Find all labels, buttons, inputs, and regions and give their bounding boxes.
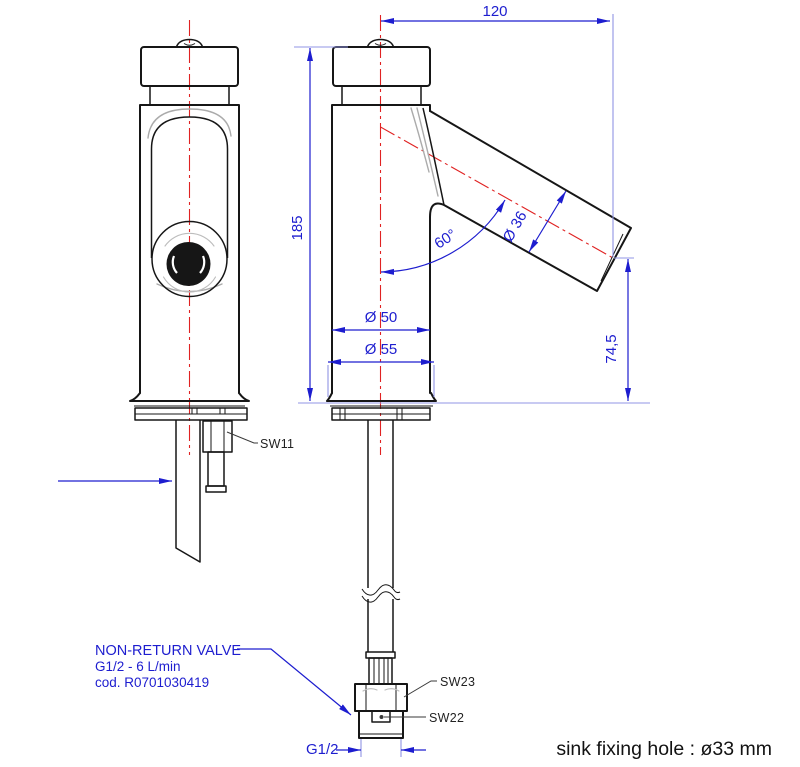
dim-text-55: Ø 55 bbox=[365, 341, 398, 358]
cap-neck-side bbox=[341, 85, 422, 106]
cap-side bbox=[332, 46, 431, 87]
valve-thread-lines bbox=[373, 658, 389, 684]
supply-pipe-upper bbox=[367, 420, 394, 588]
push-button bbox=[166, 242, 211, 286]
body-side bbox=[331, 104, 431, 394]
sw23-label: SW23 bbox=[440, 675, 475, 689]
note-line-1: NON-RETURN VALVE bbox=[95, 643, 241, 659]
fixing-stud-end bbox=[205, 485, 227, 493]
base-flare-side bbox=[326, 392, 437, 402]
button-slot bbox=[150, 116, 229, 258]
valve-thread bbox=[368, 657, 393, 685]
spout-junction-shade-2 bbox=[416, 107, 439, 197]
valve-nut-sw23 bbox=[354, 683, 408, 712]
sw22-label: SW22 bbox=[429, 711, 464, 725]
centerlines bbox=[188, 15, 614, 455]
pipe-break-lower bbox=[361, 591, 401, 603]
dim-line-36 bbox=[528, 190, 567, 253]
cap-dome bbox=[175, 38, 204, 48]
spout-junction-curve bbox=[422, 107, 445, 206]
cap-dome-notch-side bbox=[374, 43, 387, 46]
note-leader-arrow bbox=[237, 648, 352, 716]
fixing-nut-facets bbox=[210, 421, 225, 452]
dim-text-120: 120 bbox=[482, 3, 507, 20]
pipe-break-upper bbox=[361, 584, 401, 596]
spout-axis-centerline bbox=[380, 126, 614, 259]
valve-nut-facets bbox=[365, 684, 397, 711]
supply-pipe-lower bbox=[367, 599, 394, 652]
note-line-2: G1/2 - 6 L/min bbox=[95, 659, 181, 674]
body-front bbox=[139, 104, 240, 394]
note-line-3: cod. R0701030419 bbox=[95, 675, 209, 690]
button-highlight-right bbox=[199, 255, 206, 274]
dim-arc-60 bbox=[380, 199, 506, 275]
fixing-stud bbox=[207, 451, 225, 487]
washer-detail-front bbox=[135, 408, 247, 415]
inlet-plate bbox=[175, 420, 201, 563]
dim-text-g12: G1/2 bbox=[306, 741, 339, 758]
button-shading-top bbox=[164, 232, 215, 247]
non-return-valve-note: NON-RETURN VALVE G1/2 - 6 L/min cod. R07… bbox=[95, 643, 352, 716]
base-flare-front bbox=[129, 392, 250, 402]
fixing-nut-sw11 bbox=[202, 420, 233, 453]
dim-text-60: 60° bbox=[431, 226, 459, 253]
front-view: SW11 bbox=[58, 38, 294, 563]
sw11-leader bbox=[226, 431, 258, 444]
dim-text-745: 74,5 bbox=[603, 334, 620, 363]
button-highlight-left bbox=[171, 255, 178, 274]
dim-text-36: Ø 36 bbox=[500, 208, 531, 245]
slot-highlight-top bbox=[147, 108, 232, 139]
push-button-ring bbox=[151, 220, 228, 298]
spout bbox=[429, 110, 632, 292]
valve-collar bbox=[365, 651, 396, 659]
cap-dome-notch bbox=[183, 43, 196, 46]
dim-text-185: 185 bbox=[289, 215, 306, 240]
cap-dome-side bbox=[366, 38, 395, 48]
sink-fixing-hole-note: sink fixing hole : ø33 mm bbox=[556, 738, 772, 760]
valve-nut-chamfer bbox=[362, 688, 400, 692]
dimensions: 120 185 Ø 50 Ø 55 Ø 36 60° 74,5 G1/2 bbox=[289, 3, 650, 758]
washer-detail-side bbox=[332, 408, 430, 420]
sw11-label: SW11 bbox=[260, 437, 294, 451]
spout-outlet-edge bbox=[600, 233, 624, 282]
sw23-leader bbox=[403, 680, 437, 698]
sw22-leader-dot bbox=[379, 715, 384, 719]
spout-junction-shade-1 bbox=[410, 107, 430, 173]
dim-text-50: Ø 50 bbox=[365, 309, 398, 326]
side-view: SW23 SW22 bbox=[326, 38, 632, 739]
button-shading-bottom bbox=[162, 276, 217, 293]
